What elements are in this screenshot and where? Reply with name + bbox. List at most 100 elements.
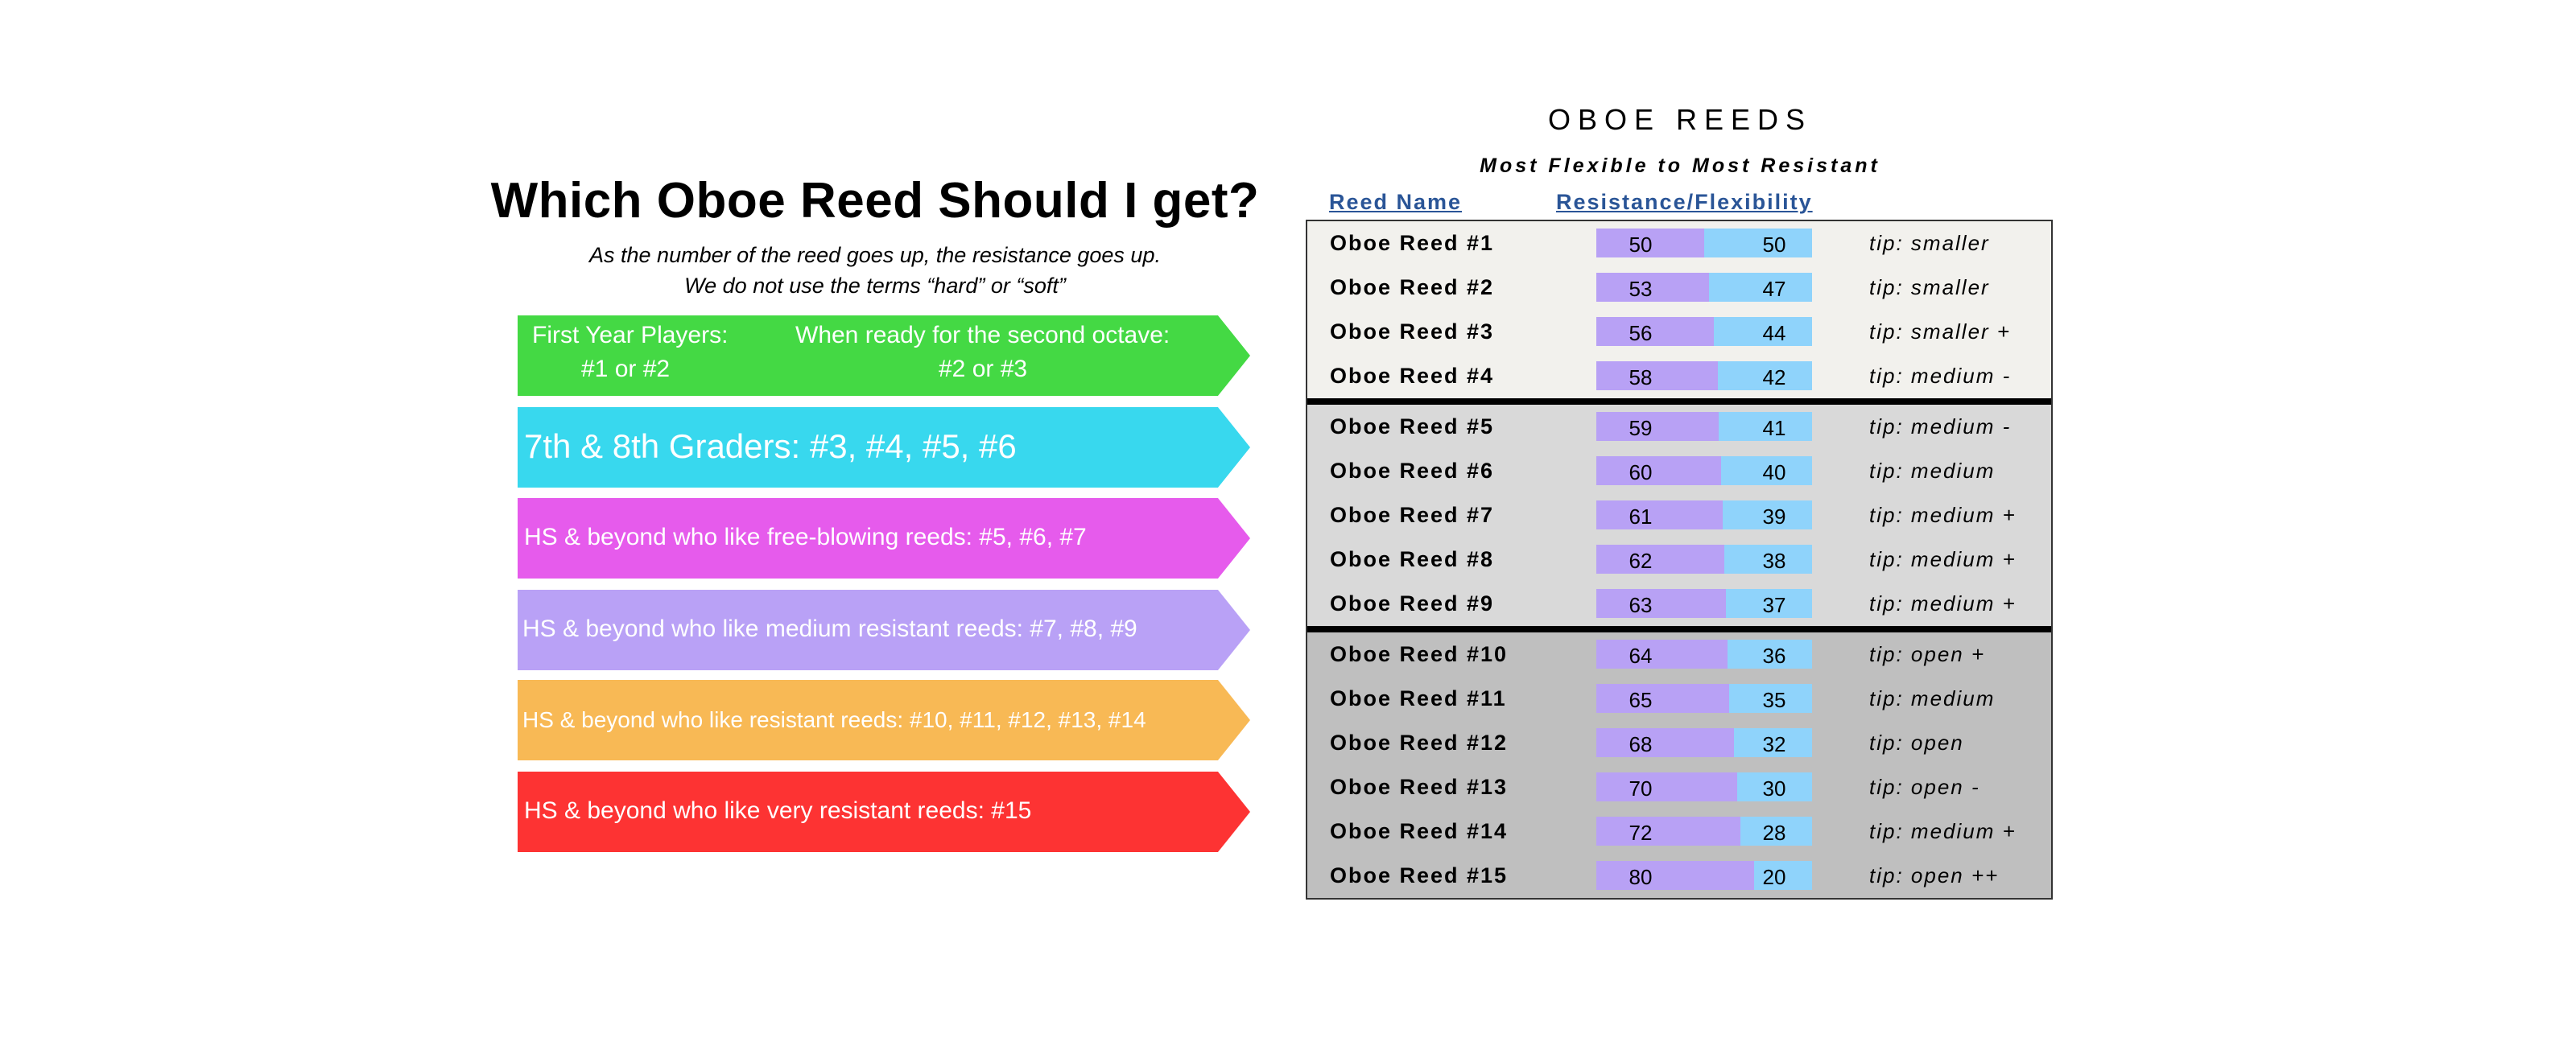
reed-name: Oboe Reed #4: [1330, 364, 1495, 388]
reed-name: Oboe Reed #2: [1330, 275, 1495, 299]
reed-name: Oboe Reed #9: [1330, 591, 1495, 616]
resistance-segment: [1596, 817, 1741, 846]
resistance-value: 61: [1629, 504, 1653, 529]
flexibility-value: 36: [1762, 644, 1786, 668]
tip-size: tip: medium +: [1869, 547, 2017, 571]
arrow-banner-resistant: HS & beyond who like resistant reeds: #1…: [518, 680, 1250, 760]
first-year-label: First Year Players:: [532, 322, 729, 348]
resistance-flexibility-bar: 64 36: [1596, 640, 1812, 669]
flexibility-value: 39: [1762, 504, 1786, 529]
tip-size: tip: open +: [1869, 642, 1986, 666]
flexibility-value: 28: [1762, 821, 1786, 845]
reed-name: Oboe Reed #3: [1330, 319, 1495, 344]
resistance-segment: [1596, 229, 1704, 257]
tip-size: tip: medium: [1869, 459, 1996, 483]
subtitle-line-1: As the number of the reed goes up, the r…: [589, 243, 1161, 267]
reed-name: Oboe Reed #10: [1330, 642, 1509, 666]
resistance-segment: [1596, 412, 1719, 441]
resistance-flexibility-bar: 50 50: [1596, 229, 1812, 257]
flexibility-value: 38: [1762, 549, 1786, 573]
arrow-text: HS & beyond who like medium resistant re…: [522, 616, 1137, 642]
resistance-segment: [1596, 500, 1723, 529]
reed-name: Oboe Reed #15: [1330, 863, 1509, 887]
resistance-segment: [1596, 456, 1721, 485]
resistance-value: 56: [1629, 321, 1653, 345]
arrow-text: HS & beyond who like free-blowing reeds:…: [524, 524, 1087, 550]
arrow-text: 7th & 8th Graders: #3, #4, #5, #6: [524, 427, 1017, 465]
resistance-segment: [1596, 545, 1724, 574]
resistance-segment: [1596, 317, 1715, 346]
resistance-flexibility-bar: 72 28: [1596, 817, 1812, 846]
page-title: Which Oboe Reed Should I get?: [490, 173, 1260, 229]
resistance-flexibility-bar: 59 41: [1596, 412, 1812, 441]
reed-name: Oboe Reed #8: [1330, 547, 1495, 571]
resistance-segment: [1596, 728, 1735, 757]
resistance-segment: [1596, 861, 1754, 890]
flexibility-value: 44: [1762, 321, 1786, 345]
table-row: Oboe Reed #5 59 41 tip: medium -: [1307, 405, 2051, 449]
resistance-value: 50: [1629, 233, 1653, 257]
arrow-text: HS & beyond who like very resistant reed…: [524, 797, 1032, 824]
flexibility-value: 30: [1762, 776, 1786, 801]
reed-name: Oboe Reed #12: [1330, 731, 1509, 755]
table-title: OBOE REEDS: [1547, 103, 1813, 136]
table-row: Oboe Reed #13 70 30 tip: open -: [1307, 765, 2051, 809]
reed-name: Oboe Reed #7: [1330, 503, 1495, 527]
tip-size: tip: medium: [1869, 686, 1996, 710]
resistance-value: 60: [1629, 460, 1653, 484]
flexibility-value: 47: [1762, 277, 1786, 301]
flexibility-value: 35: [1762, 688, 1786, 712]
flexibility-value: 41: [1762, 416, 1786, 440]
second-octave-label: When ready for the second octave:: [795, 322, 1170, 348]
resistance-flexibility-bar: 61 39: [1596, 500, 1812, 529]
tip-size: tip: medium -: [1869, 414, 2012, 439]
first-year-reeds: #1 or #2: [581, 356, 671, 382]
resistance-value: 59: [1629, 416, 1653, 440]
resistance-value: 63: [1629, 593, 1653, 617]
subtitle-line-2: We do not use the terms “hard” or “soft”: [684, 274, 1066, 298]
resistance-value: 64: [1629, 644, 1653, 668]
arrow-text: HS & beyond who like resistant reeds: #1…: [522, 707, 1146, 732]
arrow-banner-7th-8th: 7th & 8th Graders: #3, #4, #5, #6: [518, 407, 1250, 488]
reed-name: Oboe Reed #5: [1330, 414, 1495, 439]
reed-name: Oboe Reed #13: [1330, 775, 1509, 799]
tip-size: tip: medium -: [1869, 364, 2012, 388]
flexibility-value: 50: [1762, 233, 1786, 257]
tip-size: tip: smaller +: [1869, 319, 2012, 344]
second-octave-reeds: #2 or #3: [939, 356, 1028, 382]
flexibility-value: 20: [1762, 865, 1786, 889]
header-resistance-flexibility: Resistance/Flexibility: [1556, 190, 1813, 214]
resistance-flexibility-bar: 56 44: [1596, 317, 1812, 346]
table-row: Oboe Reed #3 56 44 tip: smaller +: [1307, 310, 2051, 354]
reed-name: Oboe Reed #11: [1330, 686, 1507, 710]
resistance-value: 72: [1629, 821, 1653, 845]
flexibility-value: 37: [1762, 593, 1786, 617]
resistance-segment: [1596, 589, 1726, 618]
table-subtitle: Most Flexible to Most Resistant: [1480, 154, 1880, 177]
tip-size: tip: open: [1869, 731, 1964, 755]
tip-size: tip: medium +: [1869, 591, 2017, 616]
resistance-flexibility-bar: 63 37: [1596, 589, 1812, 618]
resistance-value: 70: [1629, 776, 1653, 801]
flexibility-value: 40: [1762, 460, 1786, 484]
tip-size: tip: open -: [1869, 775, 1980, 799]
table-row: Oboe Reed #9 63 37 tip: medium +: [1307, 582, 2051, 626]
table-row: Oboe Reed #10 64 36 tip: open +: [1307, 632, 2051, 677]
tip-size: tip: medium +: [1869, 819, 2017, 843]
arrow-banner-medium-resistant: HS & beyond who like medium resistant re…: [518, 590, 1250, 670]
